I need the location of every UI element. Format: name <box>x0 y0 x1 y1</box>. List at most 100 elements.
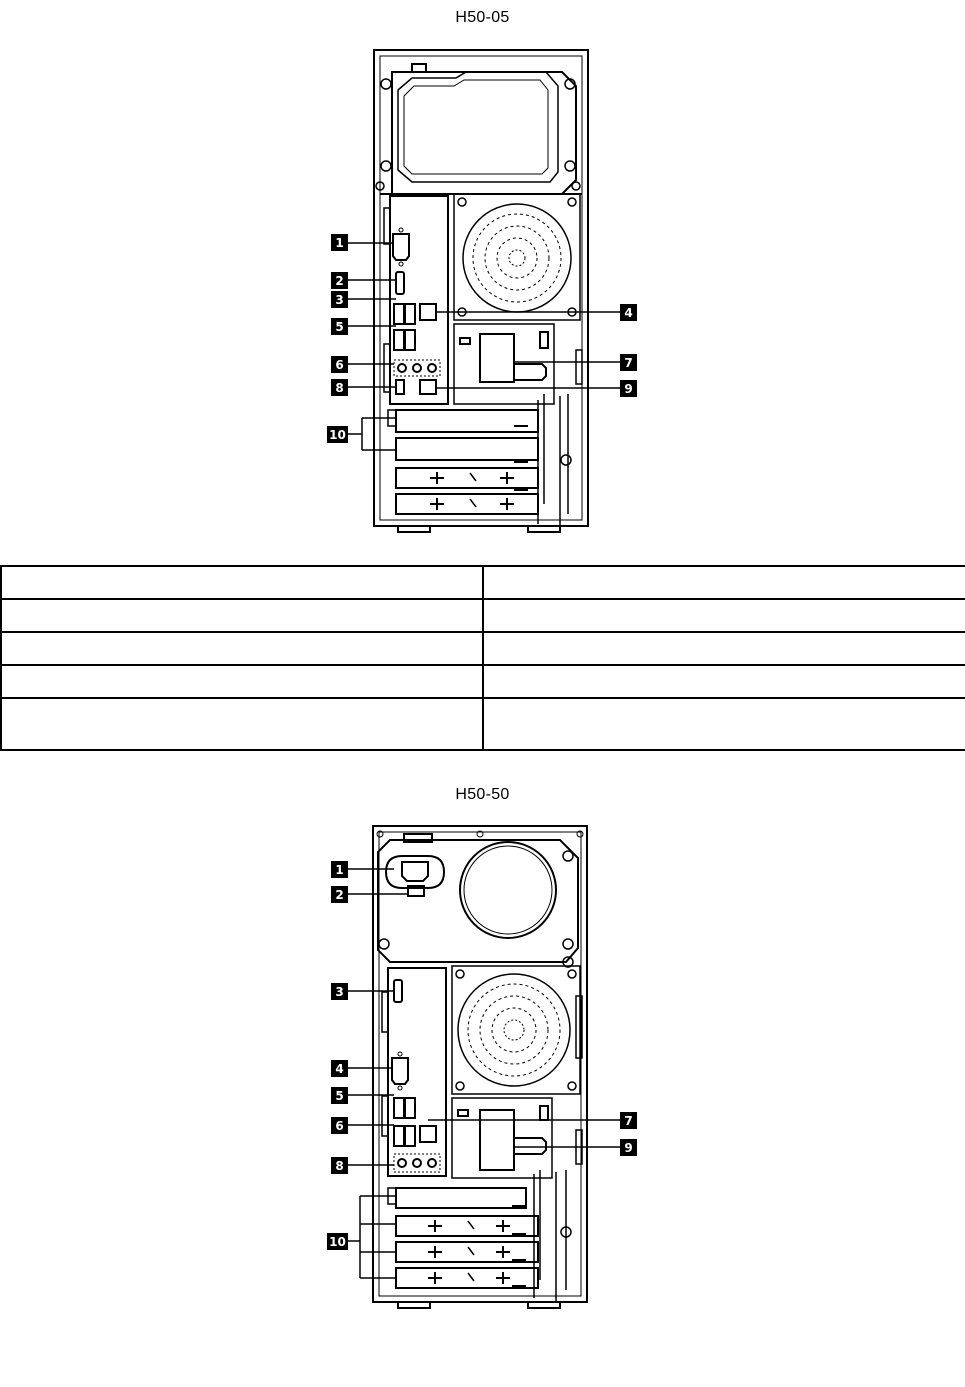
callout-1: 1 <box>331 234 348 251</box>
power-inlet <box>384 855 446 889</box>
model-title-h50-50: H50-50 <box>455 786 510 803</box>
usb-port <box>393 1125 405 1147</box>
usb-port <box>393 303 405 325</box>
callout-number: 7 <box>624 356 632 370</box>
expansion-slot <box>395 1215 539 1237</box>
table-row <box>0 631 965 666</box>
table-cell <box>482 697 965 751</box>
callout-number: 10 <box>329 1235 346 1249</box>
table-row <box>0 697 965 751</box>
audio-jack <box>427 363 437 373</box>
foot <box>397 1302 431 1309</box>
table-cell <box>0 565 484 600</box>
callout-box <box>331 886 348 903</box>
callout-number: 1 <box>335 236 343 250</box>
psu-outline <box>377 839 579 963</box>
table-cell <box>0 598 484 633</box>
callout-4: 4 <box>620 304 637 321</box>
ethernet-port <box>419 1125 437 1143</box>
callout-number: 7 <box>624 1114 632 1128</box>
callout-number: 4 <box>624 306 632 320</box>
callout-3: 3 <box>331 291 348 308</box>
callout-number: 9 <box>624 1141 632 1155</box>
vga-port <box>392 233 410 261</box>
table-row <box>0 598 965 633</box>
callout-number: 3 <box>335 293 343 307</box>
ethernet-port <box>419 303 437 321</box>
callout-8: 8 <box>331 379 348 396</box>
usb-port <box>404 1125 416 1147</box>
callout-6: 6 <box>331 356 348 373</box>
audio-jack <box>412 363 422 373</box>
callout-6: 6 <box>331 1117 348 1134</box>
table-row <box>0 565 965 600</box>
foot <box>527 1302 561 1309</box>
callout-number: 2 <box>335 888 343 902</box>
usb-port <box>404 1097 416 1119</box>
callout-5: 5 <box>331 1087 348 1104</box>
rear-panel-diagram-h50-50: 1 2 3 4 5 6 7 8 9 10 <box>327 825 637 1309</box>
callout-9: 9 <box>620 380 637 397</box>
vga-port <box>391 1057 409 1085</box>
legend-table <box>0 565 965 751</box>
psu-fan <box>459 841 557 939</box>
callout-3: 3 <box>331 983 348 1000</box>
callout-number: 4 <box>335 1062 343 1076</box>
callout-box <box>331 234 348 251</box>
callout-box <box>331 272 348 289</box>
expansion-slot <box>395 409 539 433</box>
callout-box <box>620 1112 637 1129</box>
callout-7: 7 <box>620 1112 637 1129</box>
callout-7: 7 <box>620 354 637 371</box>
foot <box>397 526 431 533</box>
callout-number: 5 <box>335 320 343 334</box>
table-cell <box>482 631 965 666</box>
audio-jack <box>427 1158 437 1168</box>
expansion-slot <box>395 493 539 515</box>
callout-2: 2 <box>331 886 348 903</box>
callout-8: 8 <box>331 1157 348 1174</box>
callout-box <box>331 356 348 373</box>
table-cell <box>0 631 484 666</box>
callout-box <box>620 380 637 397</box>
callout-box <box>331 1117 348 1134</box>
callout-number: 6 <box>335 1119 343 1133</box>
io-shield <box>389 195 449 405</box>
expansion-slot <box>395 1187 527 1209</box>
callout-number: 8 <box>335 381 343 395</box>
callout-box <box>327 1233 348 1250</box>
callout-number: 10 <box>329 428 346 442</box>
callout-number: 3 <box>335 985 343 999</box>
hdmi-port <box>395 271 405 295</box>
callout-box <box>331 318 348 335</box>
table-cell <box>482 565 965 600</box>
table-cell <box>0 664 484 699</box>
callout-box <box>327 426 348 443</box>
fan-grille <box>457 973 571 1087</box>
audio-jack <box>412 1158 422 1168</box>
table-row <box>0 664 965 699</box>
foot <box>527 526 561 533</box>
callout-2: 2 <box>331 272 348 289</box>
expansion-slot <box>395 467 539 489</box>
rear-panel-diagram-h50-05: 1 2 3 4 5 6 7 8 9 10 <box>327 49 637 533</box>
callout-box <box>331 983 348 1000</box>
callout-box <box>620 1139 637 1156</box>
callout-box <box>620 354 637 371</box>
callout-number: 8 <box>335 1159 343 1173</box>
callout-10: 10 <box>327 1233 348 1250</box>
callout-9: 9 <box>620 1139 637 1156</box>
fan-grille <box>462 203 572 313</box>
callout-10: 10 <box>327 426 348 443</box>
callout-number: 5 <box>335 1089 343 1103</box>
callout-number: 9 <box>624 382 632 396</box>
chassis-outline <box>372 825 588 1303</box>
callout-number: 1 <box>335 863 343 877</box>
usb-port <box>404 303 416 325</box>
callout-number: 2 <box>335 274 343 288</box>
chassis-outline <box>373 49 589 527</box>
io-shield <box>387 967 447 1177</box>
callout-box <box>331 291 348 308</box>
usb-port <box>404 329 416 351</box>
audio-jack <box>397 1158 407 1168</box>
